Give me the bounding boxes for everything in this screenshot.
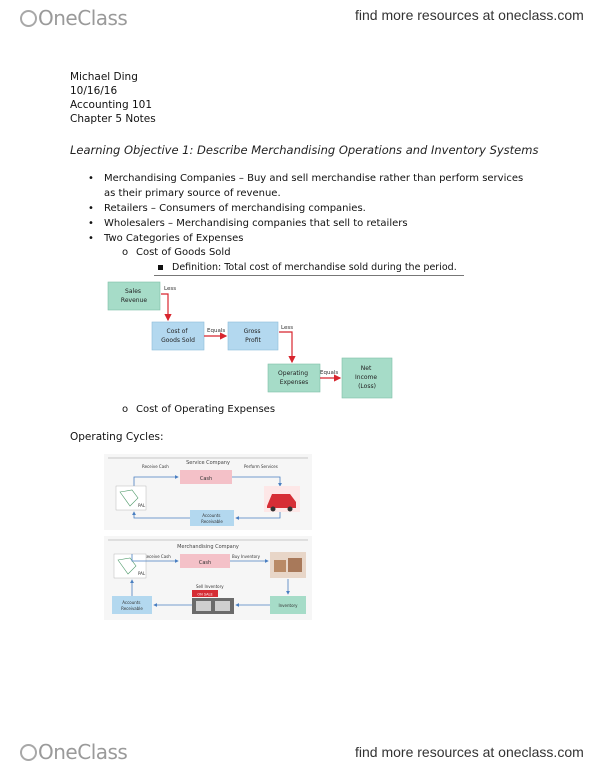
service-arrow-top-right <box>232 476 282 487</box>
operating-expenses-line1: Operating <box>278 370 308 377</box>
sub-marker: o <box>122 404 129 415</box>
logo-text: OneClass <box>38 6 128 30</box>
service-cash-box <box>180 470 232 484</box>
oneclass-logo-top[interactable]: OneClass <box>20 6 128 30</box>
pal-document-icon <box>119 489 139 507</box>
sub-marker: o <box>122 247 129 258</box>
gross-profit-line1: Gross <box>244 328 261 335</box>
service-cash-label: Cash <box>200 476 212 482</box>
merch-pal-label: PAL <box>138 571 146 576</box>
svg-text:Operating Expenses: Operating Expenses <box>278 370 310 386</box>
service-perform-services-label: Perform Services <box>244 464 278 469</box>
net-income-box <box>341 357 393 399</box>
pal-document-icon <box>117 557 137 575</box>
merch-cash-label: Cash <box>199 560 211 566</box>
sales-revenue-line1: Sales <box>125 288 141 295</box>
service-receive-cash-label: Receive Cash <box>142 464 169 469</box>
find-more-link-bottom[interactable]: find more resources at oneclass.com <box>355 744 584 760</box>
definition-line: Definition: Total cost of merchandise so… <box>158 262 457 273</box>
service-ar-line1: Accounts <box>202 513 220 518</box>
sub-item-opex-label: Cost of Operating Expenses <box>136 404 276 415</box>
definition-text: Definition: Total cost of merchandise so… <box>172 262 457 273</box>
service-ar-line2: Receivable <box>201 519 223 524</box>
merch-inventory-box <box>270 596 306 614</box>
truck-wheel-icon <box>287 506 293 512</box>
less-label-2: Less <box>281 325 293 331</box>
bullet-expense-categories: Two Categories of Expenses <box>88 231 528 246</box>
truck-wheel-icon <box>270 506 276 512</box>
net-income-line3: (Loss) <box>358 383 376 390</box>
sub-item-opex: o Cost of Operating Expenses <box>122 404 275 415</box>
course-name: Accounting 101 <box>70 99 153 111</box>
service-pal-label: PAL <box>138 503 146 508</box>
svg-text:Sales Revenue: Sales Revenue <box>121 288 147 304</box>
service-company-title: Service Company <box>186 460 230 466</box>
merch-ar-line1: Accounts <box>122 600 140 605</box>
operating-cycles-figure: Service Company Cash Receive Cash Perfor… <box>104 454 312 620</box>
equals-label-2: Equals <box>320 370 338 376</box>
tv-screen-icon <box>215 601 230 611</box>
square-bullet-icon <box>158 265 163 270</box>
service-arrow-bottom-left <box>132 511 190 519</box>
find-more-link-top[interactable]: find more resources at oneclass.com <box>355 7 584 23</box>
sub-item-cogs: o Cost of Goods Sold <box>122 247 231 258</box>
cogs-line1: Cost of <box>167 328 189 335</box>
service-arrow-top-left <box>133 475 179 486</box>
gross-profit-line2: Profit <box>245 337 261 344</box>
operating-cycles-heading: Operating Cycles: <box>70 431 164 443</box>
merch-ar-line2: Receivable <box>121 606 143 611</box>
tv-screen-icon <box>196 601 211 611</box>
net-income-line1: Net <box>361 365 372 372</box>
svg-text:Cost of Goods Sold: Cost of Goods Sold <box>161 328 195 344</box>
merch-cash-box <box>180 554 230 568</box>
merch-sale-tag <box>192 590 218 597</box>
operating-expenses-line2: Expenses <box>280 379 309 386</box>
less-arrow-2 <box>279 331 296 364</box>
less-label-1: Less <box>164 286 176 292</box>
net-income-line2: Income <box>355 374 377 381</box>
less-arrow-1 <box>161 293 172 322</box>
sales-revenue-line2: Revenue <box>121 297 147 304</box>
cogs-box <box>151 321 205 351</box>
bullet-wholesalers: Wholesalers – Merchandising companies th… <box>88 216 528 231</box>
logo-circle-icon <box>20 743 37 761</box>
chapter-title: Chapter 5 Notes <box>70 113 156 125</box>
logo-circle-icon <box>20 9 37 27</box>
service-arrow-bottom-right <box>235 512 281 520</box>
merch-inventory-label: Inventory <box>278 603 298 608</box>
income-flow-diagram: Sales Revenue Cost of Goods Sold Gross P… <box>107 281 393 399</box>
gross-profit-box <box>227 321 279 351</box>
svg-text:Accounts Receivable: Accounts Receivable <box>121 600 143 611</box>
merch-arrow-top-left <box>131 554 179 563</box>
svg-text:Accounts Receivable: Accounts Receivable <box>201 513 223 524</box>
note-date: 10/16/16 <box>70 85 118 97</box>
learning-objective-heading: Learning Objective 1: Describe Merchandi… <box>70 143 539 157</box>
warehouse-box-icon <box>274 560 286 572</box>
warehouse-box-icon <box>288 558 302 572</box>
merch-buy-inventory-label: Buy Inventory <box>232 554 261 559</box>
note-header: Michael Ding 10/16/16 Accounting 101 Cha… <box>70 70 156 126</box>
oneclass-logo-bottom[interactable]: OneClass <box>20 740 128 764</box>
merch-sale-tag-label: ON SALE <box>197 593 212 597</box>
equals-label-1: Equals <box>207 328 225 334</box>
cogs-line2: Goods Sold <box>161 337 195 344</box>
bullet-merchandising: Merchandising Companies – Buy and sell m… <box>88 171 528 201</box>
definition-underline <box>154 275 464 276</box>
merch-company-title: Merchandising Company <box>177 544 239 550</box>
merch-ar-box <box>112 596 152 614</box>
svg-text:Less Equals Less E: Less Equals Less Equals <box>164 286 338 376</box>
operating-expenses-box <box>267 363 321 393</box>
svg-text:Net Income (Loss): Net Income (Loss) <box>355 365 379 390</box>
merch-sell-inventory-label: Sell Inventory <box>196 584 224 589</box>
bullet-list: Merchandising Companies – Buy and sell m… <box>88 171 528 246</box>
sub-item-cogs-label: Cost of Goods Sold <box>136 247 231 258</box>
author-name: Michael Ding <box>70 71 138 83</box>
service-ar-box <box>190 510 234 526</box>
bullet-retailers: Retailers – Consumers of merchandising c… <box>88 201 528 216</box>
truck-icon <box>267 494 296 508</box>
svg-text:Gross Profit: Gross Profit <box>244 328 263 344</box>
logo-text: OneClass <box>38 740 128 764</box>
sales-revenue-box <box>107 281 161 311</box>
merch-receive-cash-label: Receive Cash <box>144 554 171 559</box>
